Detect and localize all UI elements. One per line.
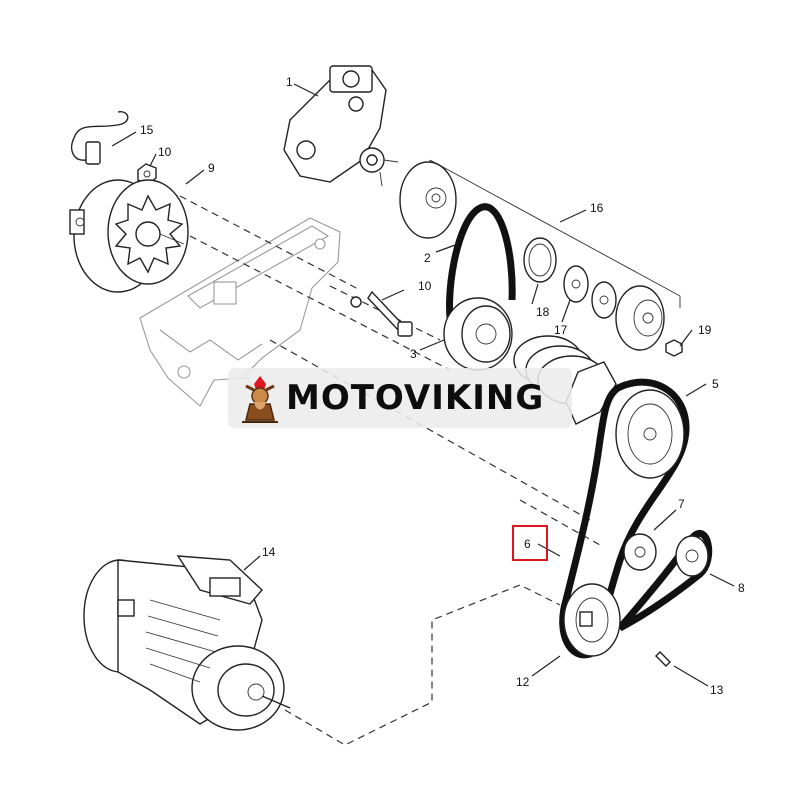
- watermark-banner: MOTOVIKING: [228, 368, 572, 428]
- label-1: 1: [286, 75, 293, 89]
- label-16: 16: [590, 201, 604, 215]
- label-3: 3: [410, 347, 417, 361]
- label-14: 14: [262, 545, 276, 559]
- part-16-pulley-assembly: [399, 159, 683, 357]
- part-9-alternator: [69, 179, 189, 293]
- label-10-top: 10: [158, 145, 172, 159]
- part-15-sensor: [70, 111, 129, 165]
- label-10-middle: 10: [418, 279, 432, 293]
- label-12: 12: [516, 675, 530, 689]
- part-5-large-pulley: [615, 389, 685, 479]
- label-18: 18: [536, 305, 550, 319]
- part-10-bolt: [350, 290, 413, 337]
- part-14-electric-motor: [83, 555, 291, 731]
- watermark-brand-text: MOTOVIKING: [286, 378, 545, 418]
- part-13-key: [655, 651, 671, 667]
- part-8-pulley-belt: [617, 529, 713, 632]
- label-17: 17: [554, 323, 568, 337]
- highlight-box-part-6: [512, 525, 548, 561]
- label-19: 19: [698, 323, 712, 337]
- part-labels: 1 15 10 9 16 2 10 18 17 19 3 5 7 6 8 14 …: [140, 75, 745, 697]
- label-5: 5: [712, 377, 719, 391]
- label-6: 6: [524, 537, 531, 551]
- label-8: 8: [738, 581, 745, 595]
- part-2-belt: [446, 203, 516, 331]
- label-9: 9: [208, 161, 215, 175]
- label-13: 13: [710, 683, 724, 697]
- label-7: 7: [678, 497, 685, 511]
- part-10-nut: [137, 163, 157, 185]
- part-12-motor-pulley: [563, 583, 621, 657]
- label-2: 2: [424, 251, 431, 265]
- part-1-pump-housing: [283, 65, 399, 187]
- leader-lines: [111, 83, 735, 687]
- viking-logo-icon: [242, 376, 278, 423]
- part-7-idler-pulley: [623, 533, 657, 571]
- label-15: 15: [140, 123, 154, 137]
